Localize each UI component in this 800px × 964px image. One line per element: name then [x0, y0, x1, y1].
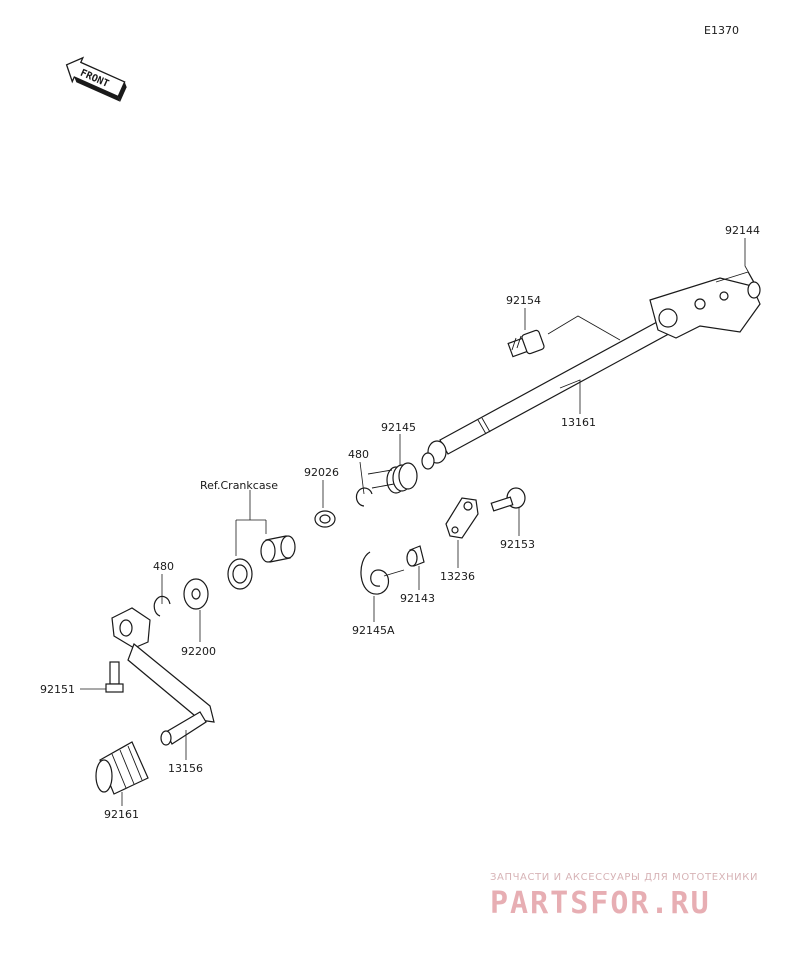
part-label-92145: 92145	[381, 421, 416, 434]
pedal-arm-13156	[111, 607, 215, 746]
ref-crankcase-bracket	[235, 490, 267, 556]
part-label-480-upper: 480	[348, 448, 369, 461]
part-label-92143: 92143	[400, 592, 435, 605]
bolt-92151	[105, 661, 124, 693]
part-label-92144: 92144	[725, 224, 760, 237]
front-arrow-icon: FRONT	[65, 56, 127, 102]
part-label-13156: 13156	[168, 762, 203, 775]
needle-bearing	[260, 535, 296, 563]
leader-lines	[80, 238, 755, 806]
part-label-92161: 92161	[104, 808, 139, 821]
part-label-92200: 92200	[181, 645, 216, 658]
bolt-92153	[490, 487, 526, 512]
diagram-code: E1370	[704, 24, 739, 37]
bolt-92154	[507, 329, 545, 358]
part-label-92153: 92153	[500, 538, 535, 551]
part-label-92026: 92026	[304, 466, 339, 479]
shift-shaft-13161	[421, 271, 761, 470]
rubber-pedal-92161	[95, 741, 149, 795]
part-label-92154: 92154	[506, 294, 541, 307]
oil-seal	[227, 558, 253, 590]
washer-92200	[183, 578, 209, 610]
part-label-13236: 13236	[440, 570, 475, 583]
ref-crankcase-label: Ref.Crankcase	[200, 479, 278, 492]
part-label-480-lower: 480	[153, 560, 174, 573]
spring-92145	[367, 462, 418, 494]
circlip-480-lower	[153, 595, 171, 617]
part-label-92145A: 92145A	[352, 624, 395, 637]
watermark-brand: PARTSFOR.RU	[490, 886, 711, 921]
part-label-92151: 92151	[40, 683, 75, 696]
watermark-tagline: ЗАПЧАСТИ И АКСЕССУАРЫ ДЛЯ МОТОТЕХНИКИ	[490, 872, 758, 883]
circlip-480-upper	[355, 487, 373, 507]
collar-92143	[406, 545, 425, 567]
spring-92145A	[360, 551, 405, 595]
washer-92026	[314, 510, 336, 528]
shift-lever-13236	[445, 497, 479, 539]
part-label-13161: 13161	[561, 416, 596, 429]
